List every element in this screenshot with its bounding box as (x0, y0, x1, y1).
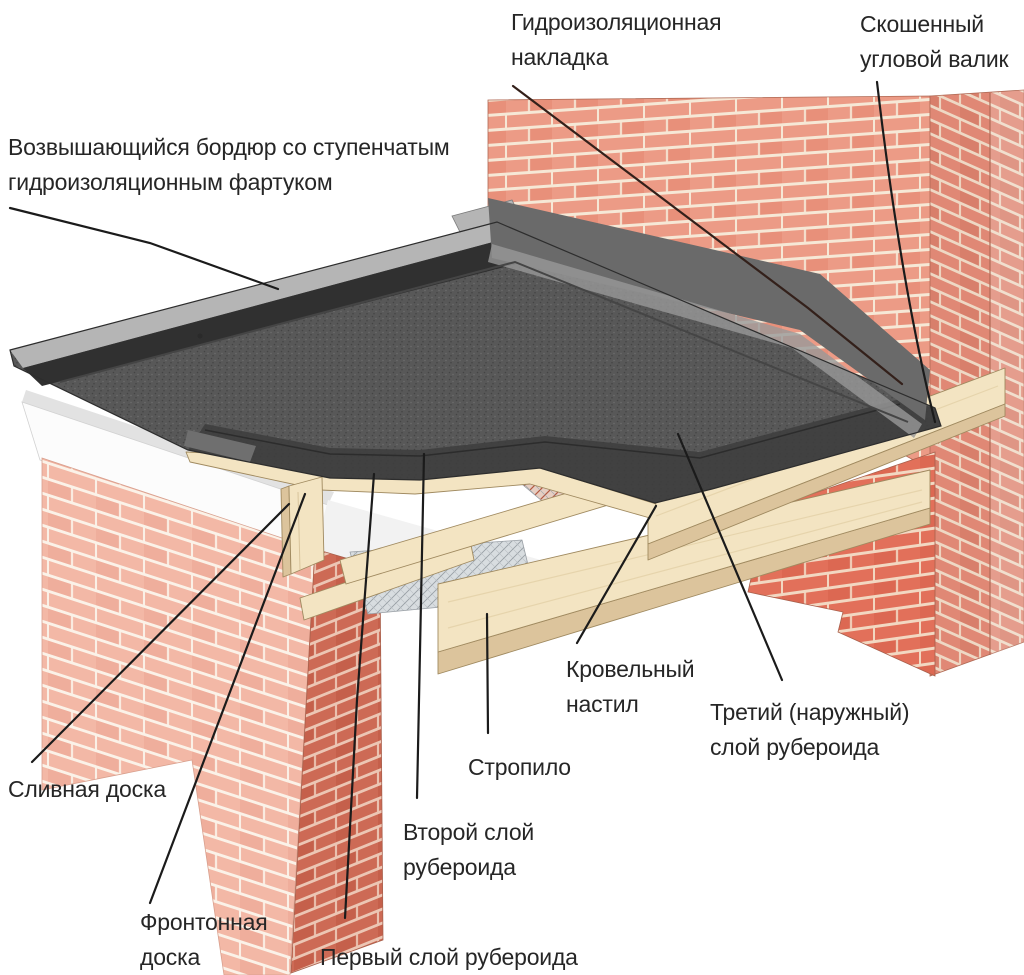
field-seam-line (59, 260, 909, 423)
gable-board (288, 476, 325, 575)
roof-front-edge-band (188, 399, 941, 503)
leader-drain-board (30, 502, 291, 764)
label-second-ruberoid-layer: Второй слой рубероида (403, 819, 535, 880)
label-rafter: Стропило (468, 754, 571, 780)
leader-lines (8, 80, 937, 920)
label-roof-deck: Кровельный настил (566, 656, 695, 717)
roof-outline (9, 221, 942, 504)
curb-dot (197, 333, 203, 339)
wall-plate-beam-bottom (647, 403, 1006, 561)
leader-gable-board (148, 492, 307, 905)
left-wall-front-face (41, 457, 316, 975)
label-raised-curb: Возвышающийся бордюр со ступенчатым гидр… (8, 134, 450, 195)
leader-second-ruberoid-layer (415, 452, 426, 800)
label-beveled-corner-fillet: Скошенный угловой валик (860, 11, 1009, 72)
wood-grain (447, 489, 923, 603)
roof-membrane (9, 198, 942, 504)
label-third-ruberoid-layer: Третий (наружный) слой рубероида (710, 699, 910, 760)
label-waterproof-overlay: Гидроизоляционная накладка (511, 9, 722, 70)
label-drain-board: Сливная доска (8, 776, 166, 802)
curb-shadow-band (23, 238, 524, 386)
leader-roof-deck (575, 504, 658, 645)
layer-crease-line (204, 403, 901, 459)
leader-waterproof-overlay (511, 84, 904, 386)
label-first-ruberoid-layer: Первый слой рубероида (320, 944, 578, 970)
wall-apron-flashing (488, 198, 930, 420)
wood-grain (297, 491, 301, 571)
wood-grain (447, 501, 923, 629)
right-wall-pilaster (990, 90, 1024, 655)
curb-top-band (10, 222, 508, 368)
leader-beveled-corner-fillet (875, 80, 937, 424)
layer-step (184, 430, 256, 462)
leader-third-ruberoid-layer (676, 432, 784, 682)
leader-rafter (485, 612, 490, 735)
label-gable-board: Фронтонная доска (140, 909, 268, 970)
leader-first-ruberoid-layer (343, 472, 376, 920)
corner-fillet-highlight (488, 244, 922, 438)
leader-raised-curb (8, 206, 280, 291)
